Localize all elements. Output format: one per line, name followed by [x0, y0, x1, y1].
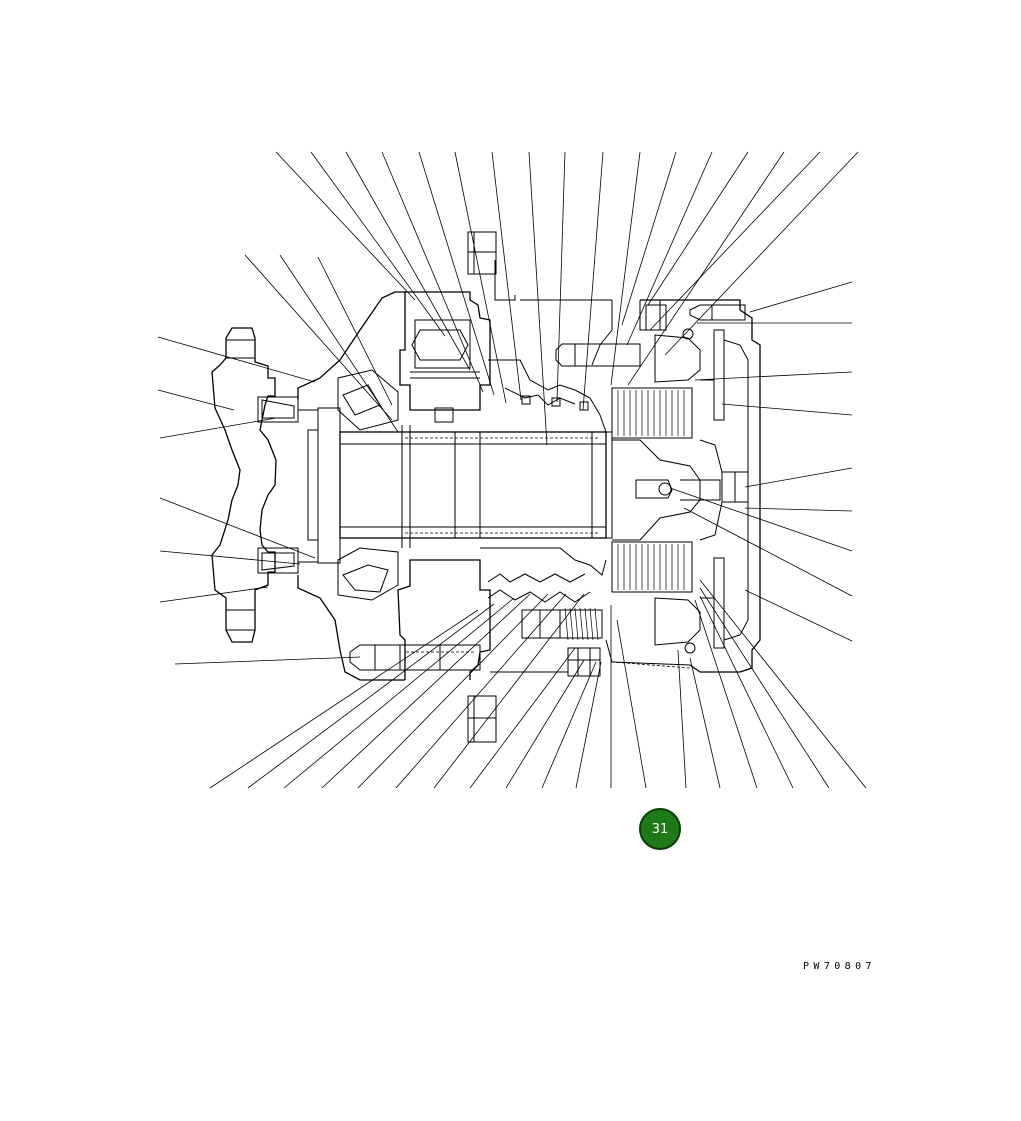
callout-badge[interactable]: 31 — [639, 808, 681, 850]
left-flange — [211, 327, 318, 643]
figure-code: PW70807 — [803, 961, 876, 972]
callout-number: 31 — [651, 821, 669, 837]
brake-disc-pack — [611, 387, 721, 593]
leader-lines — [157, 151, 867, 789]
main-housing — [297, 231, 691, 743]
hidden-lines — [406, 651, 691, 669]
right-cover — [639, 299, 761, 673]
